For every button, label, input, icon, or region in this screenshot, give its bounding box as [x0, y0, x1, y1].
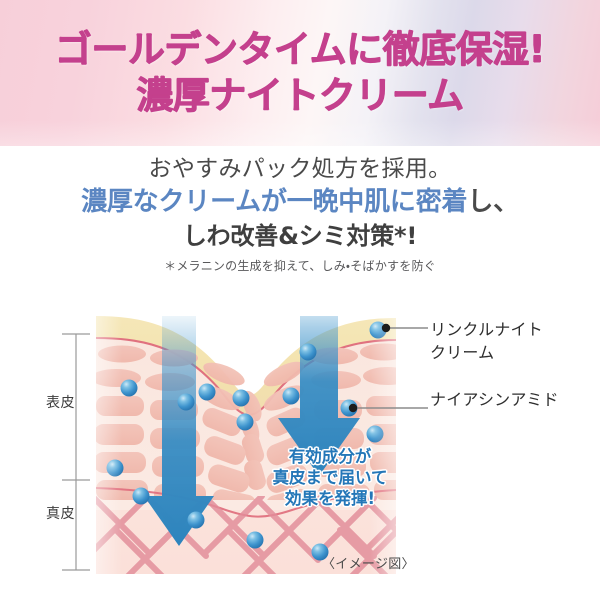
- particle: [246, 531, 264, 549]
- headline-line-1: ゴールデンタイムに徹底保湿!: [54, 28, 546, 72]
- penetration-arrow-left: [144, 316, 214, 546]
- particle: [282, 387, 300, 405]
- particle: [198, 383, 216, 401]
- leader-dot-niacinamide: [348, 403, 358, 413]
- callout-label-niacinamide: ナイアシンアミド: [430, 390, 559, 409]
- effect-callout-text: 有効成分が 真皮まで届いて 効果を発揮!: [272, 447, 388, 509]
- particle: [132, 487, 150, 505]
- subtitle-line-2: 濃厚なクリームが一晩中肌に密着し、: [0, 185, 600, 220]
- epidermis-label: 表皮: [46, 395, 75, 411]
- particle: [299, 343, 317, 361]
- callout-leaders: [348, 323, 428, 413]
- depth-scale: [62, 333, 90, 571]
- headline: ゴールデンタイムに徹底保湿! 濃厚ナイトクリーム: [0, 0, 600, 146]
- penetration-arrow-right: [278, 316, 360, 476]
- callout-label-cream: リンクルナイト クリーム: [430, 320, 543, 363]
- dermis-label: 真皮: [46, 506, 75, 522]
- footnote: ＊メラニンの生成を抑えて、しみ・そばかすを防ぐ: [164, 258, 436, 273]
- skin-diagram-svg: [62, 316, 428, 574]
- skin-body: [96, 316, 396, 574]
- particle: [311, 543, 329, 561]
- skin-cross-section-diagram: [0, 300, 600, 600]
- dermal-junction-line: [96, 487, 396, 518]
- headline-line-2: 濃厚ナイトクリーム: [136, 74, 464, 117]
- particle: [120, 379, 138, 397]
- subtitle-highlight: 濃厚なクリームが一晩中肌に密着: [81, 186, 468, 217]
- particle: [177, 393, 195, 411]
- particle: [232, 389, 250, 407]
- leader-dot-cream: [381, 323, 391, 333]
- subtitle-tail: し、: [467, 186, 519, 217]
- particle: [187, 511, 205, 529]
- header-gradient-band: [0, 0, 600, 146]
- image-caption: 〈イメージ図〉: [322, 557, 415, 572]
- subtitle-block: おやすみパック処方を採用。 濃厚なクリームが一晩中肌に密着し、 しわ改善&シミ対…: [0, 154, 600, 274]
- particle: [236, 413, 254, 431]
- subtitle-line-3: しわ改善&シミ対策*!: [182, 221, 418, 250]
- subtitle-line-1: おやすみパック処方を採用。: [148, 156, 452, 182]
